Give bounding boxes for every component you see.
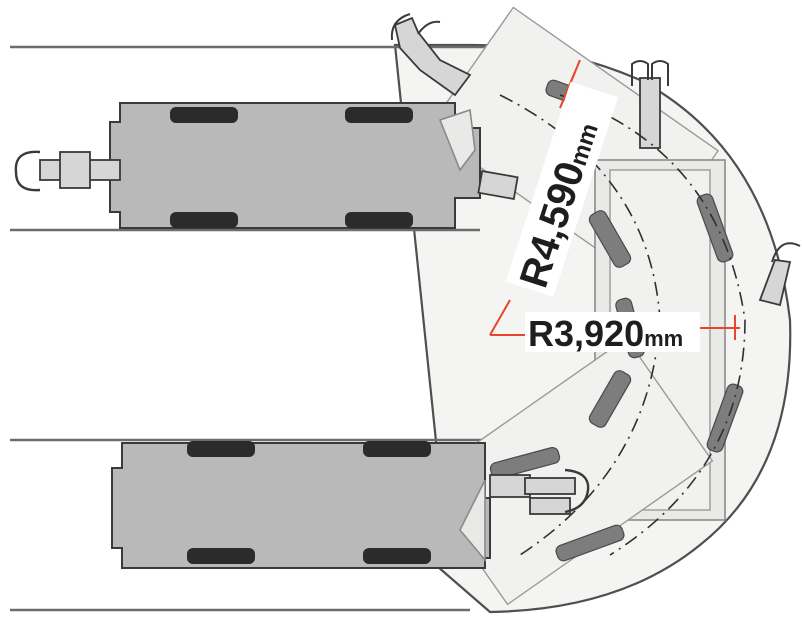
ghost-coupler-top-left — [390, 13, 472, 97]
wheel-bottom-2 — [363, 441, 431, 457]
wheel-top-4 — [345, 212, 413, 228]
wheel-bottom-4 — [363, 548, 431, 564]
ghost-coupler-right — [758, 242, 801, 307]
coupler-bottom-right — [489, 468, 590, 515]
coupler-top-right — [477, 169, 519, 201]
wheel-bottom-3 — [187, 548, 255, 564]
wheel-bottom-1 — [187, 441, 255, 457]
inner-radius-unit: mm — [644, 326, 683, 351]
car-top — [14, 102, 519, 229]
car-bottom — [111, 441, 590, 569]
inner-radius-label: R3,920mm — [525, 312, 700, 354]
svg-text:R3,920mm: R3,920mm — [528, 313, 683, 354]
inner-radius-value: R3,920 — [528, 313, 644, 354]
outer-radius-arc — [559, 94, 746, 556]
ghost-coupler-top-right — [631, 60, 669, 149]
wheel-top-2 — [345, 107, 413, 123]
wheel-top-3 — [170, 212, 238, 228]
wheel-top-1 — [170, 107, 238, 123]
radius-leader-lines — [489, 59, 740, 340]
